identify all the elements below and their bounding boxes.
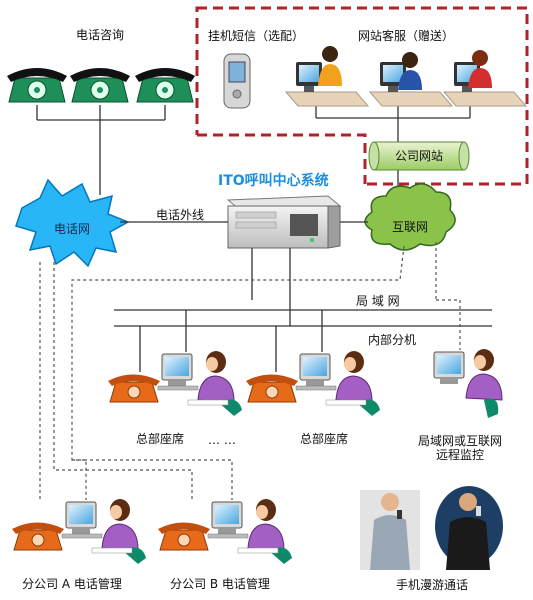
remote-monitor-label-line1: 局域网或互联网 (417, 434, 503, 448)
phone-wiring (36, 105, 166, 195)
branch-a-label: 分公司 A 电话管理 (22, 577, 122, 591)
web-agents-people (318, 46, 492, 90)
company-site-scroll (368, 141, 470, 171)
ellipsis-label: … … (208, 433, 236, 447)
hq-seat-label: 总部座席 (299, 432, 349, 446)
web-service-label: 网站客服（赠送） (358, 29, 455, 43)
remote-monitor-icon (433, 349, 503, 418)
phone-icon (6, 67, 68, 103)
remote-monitor-label-line2: 远程监控 (435, 448, 485, 462)
dashed-connections (39, 242, 461, 500)
branch-b-label: 分公司 B 电话管理 (170, 577, 270, 591)
mobile-roaming-label: 手机漫游通话 (395, 578, 469, 592)
branch-a-seat-icon (11, 498, 147, 565)
phone-consult-label: 电话咨询 (75, 28, 125, 42)
phone-network-label: 电话网 (53, 222, 91, 236)
roaming-man-icon (435, 486, 503, 570)
phone-icon (69, 67, 131, 103)
mobile-phone-icon (223, 53, 251, 109)
hq-seat-label: 总部座席 (135, 432, 185, 446)
diagram-title: ITO呼叫中心系统 (218, 173, 329, 189)
lan-label: 局 域 网 (356, 294, 400, 308)
phone-icon (134, 67, 196, 103)
phone-network-burst (15, 178, 130, 268)
service-group-box (195, 6, 529, 186)
internet-cloud (364, 183, 456, 251)
sms-label: 挂机短信（选配） (208, 29, 305, 43)
company-site-label: 公司网站 (394, 149, 444, 163)
branch-b-seat-icon (157, 498, 293, 565)
hq-seat-1-icon (107, 350, 243, 417)
hq-seat-2-icon (245, 350, 381, 417)
internet-label: 互联网 (391, 220, 429, 234)
extension-label: 内部分机 (368, 333, 417, 347)
server-icon (226, 195, 342, 249)
roaming-woman-icon (360, 490, 420, 570)
outside-line-label: 电话外线 (156, 208, 205, 222)
